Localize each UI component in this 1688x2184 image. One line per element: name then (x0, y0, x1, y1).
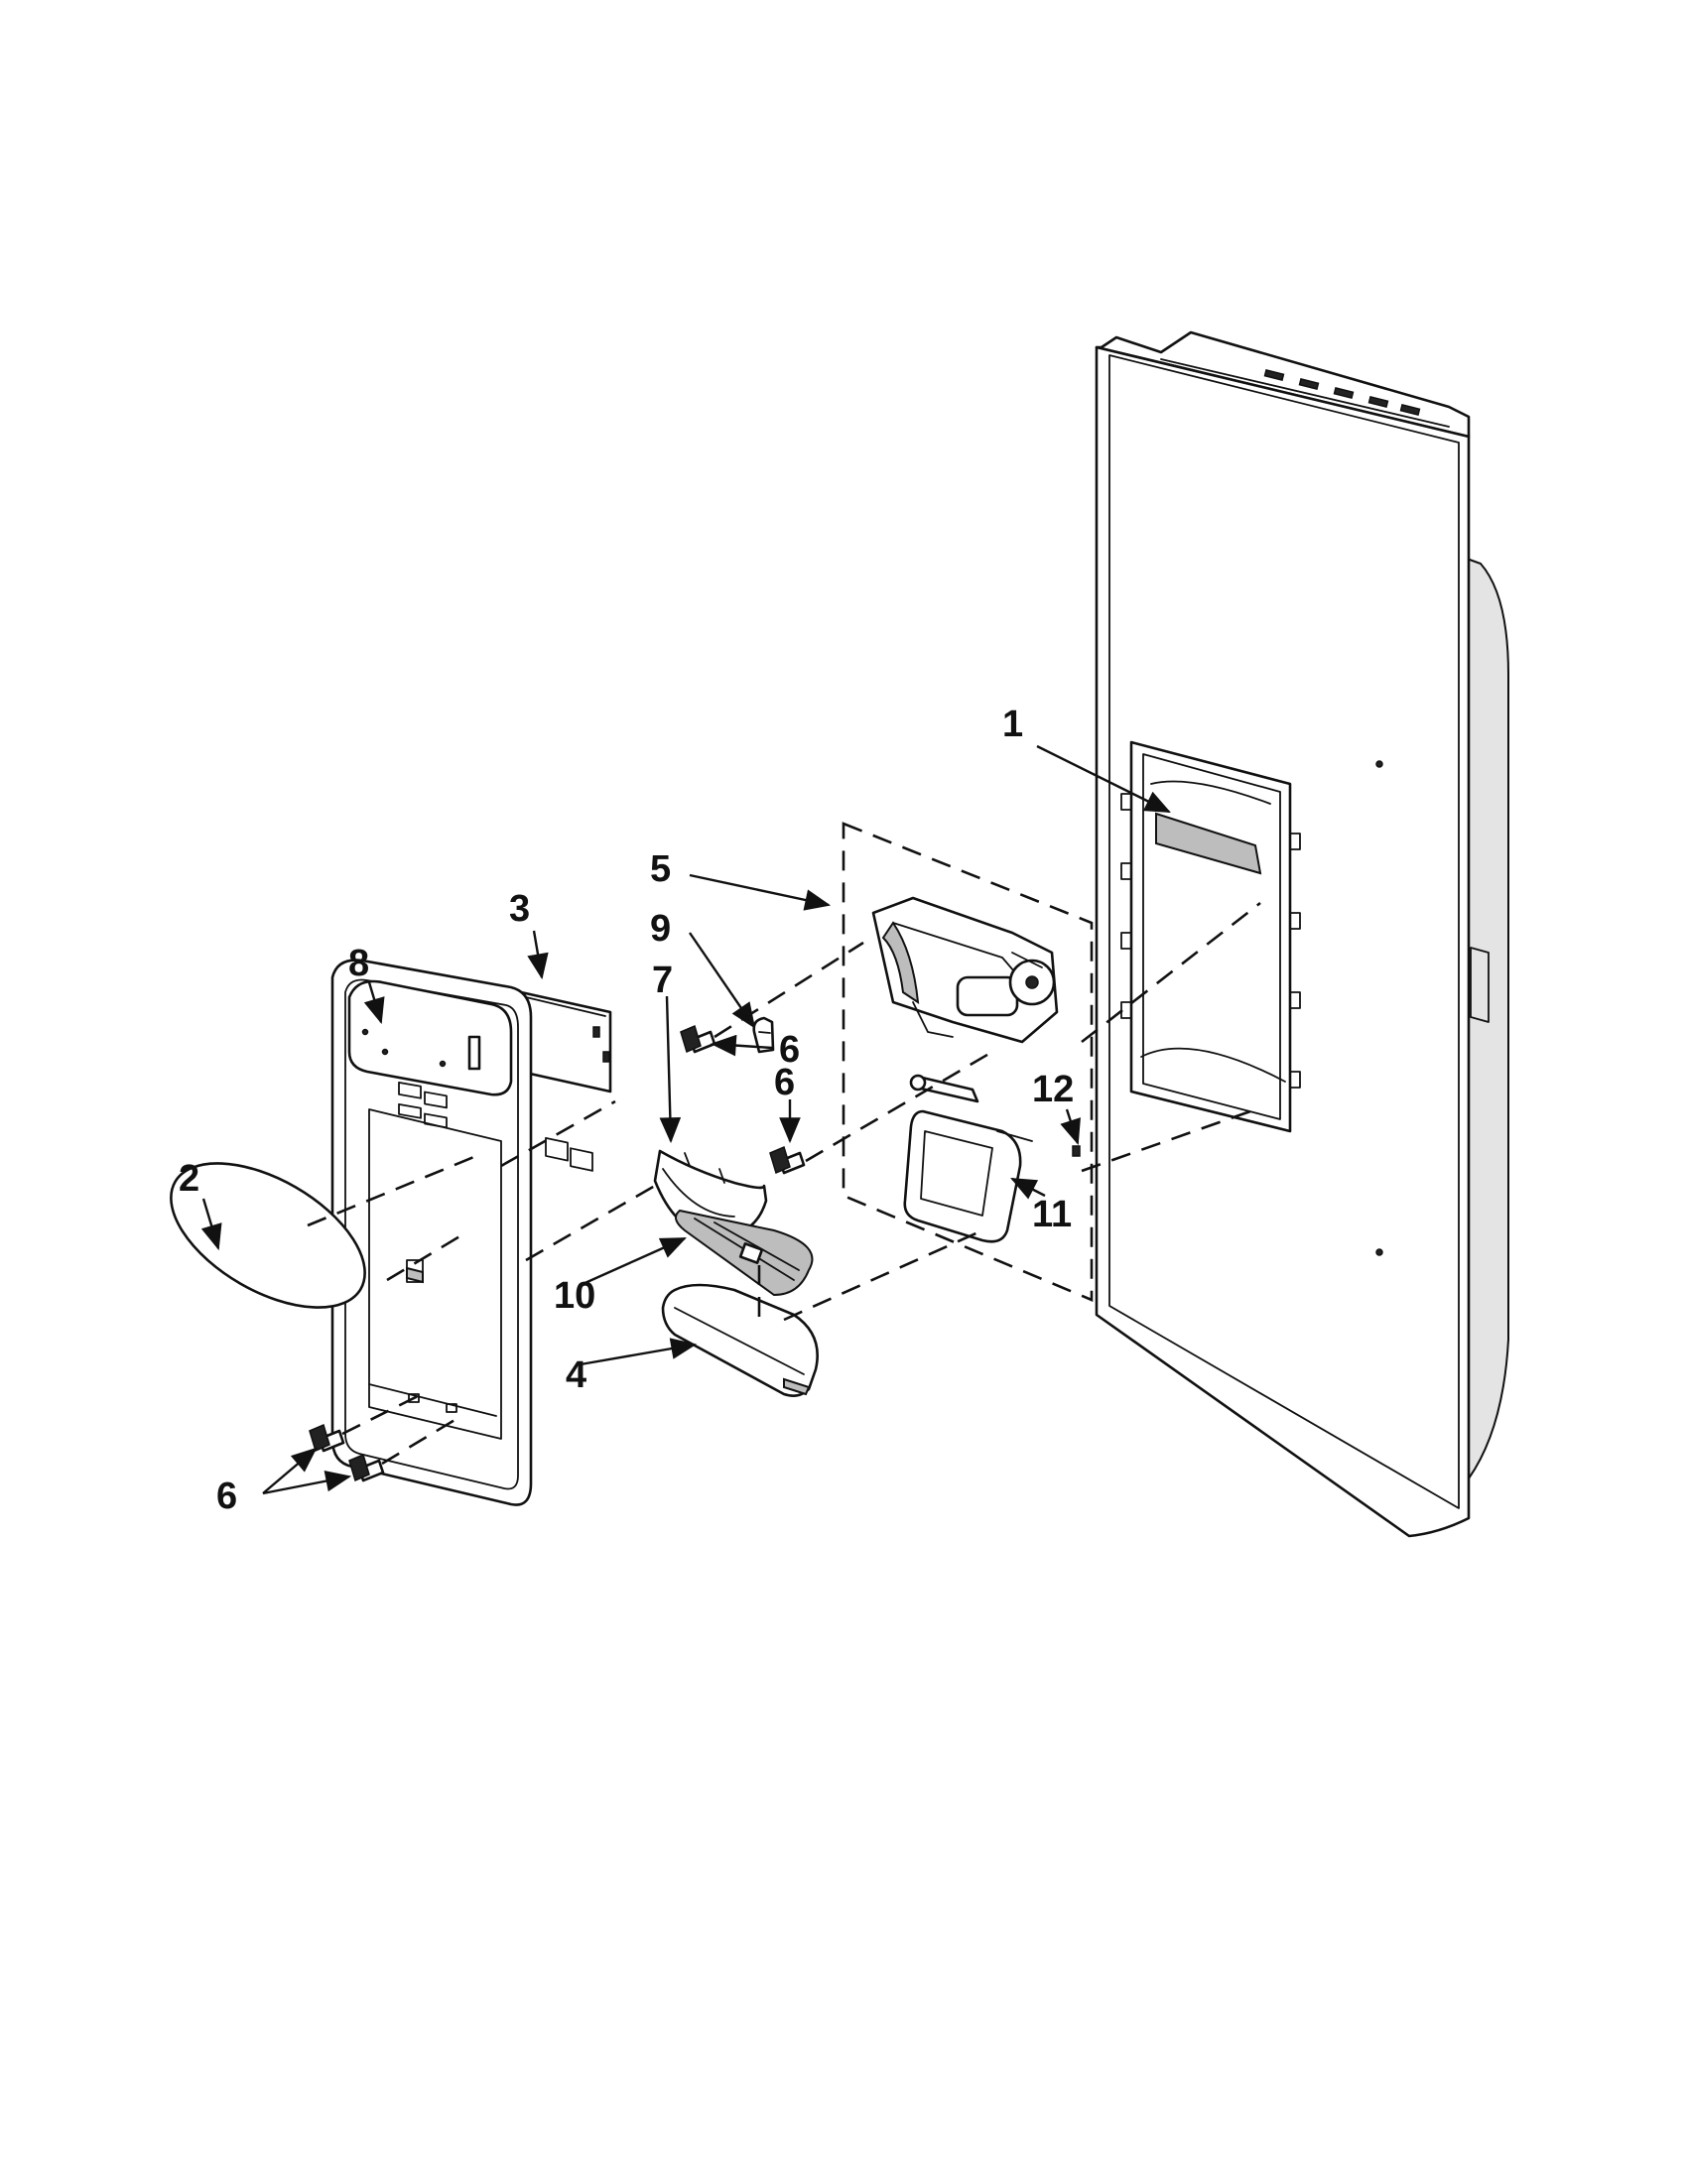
callout-3: 3 (509, 888, 530, 930)
cavity-tabs (1120, 793, 1301, 1089)
dispenser-bezel-part-8 (330, 959, 533, 1506)
callout-9: 9 (650, 908, 671, 950)
callout-leaders (200, 744, 1171, 1495)
cover-lens-part-2 (170, 1162, 366, 1309)
callout-4: 4 (566, 1354, 586, 1396)
clip-part-12 (1072, 1145, 1081, 1157)
callout-10: 10 (554, 1275, 595, 1317)
dispenser-mechanism (871, 896, 1059, 1044)
screw-part-6-middle (769, 1145, 806, 1175)
top-rim-notches (1263, 369, 1421, 416)
module-assembly-box-part-5 (842, 822, 1094, 1302)
callout-12: 12 (1032, 1069, 1074, 1110)
door-panel-part-1 (1095, 330, 1509, 1538)
drip-tray-part-4 (661, 1283, 819, 1397)
callout-1: 1 (1002, 704, 1023, 745)
callout-2: 2 (179, 1158, 199, 1200)
callout-6-upper: 6 (779, 1029, 800, 1071)
drip-grille-part-10 (675, 1209, 814, 1297)
callout-5: 5 (650, 848, 671, 890)
callout-11: 11 (1032, 1194, 1072, 1235)
dispenser-cavity (1120, 740, 1301, 1133)
screw-part-6-upper (680, 1024, 716, 1054)
callout-7: 7 (652, 960, 673, 1001)
control-board-part-3 (519, 990, 612, 1172)
callout-labels: 1 2 3 4 5 6 6 6 7 8 9 10 11 12 (179, 704, 1074, 1517)
assembly-dashed-lines (307, 901, 1261, 1466)
dispenser-paddle-part-11 (903, 1074, 1033, 1243)
screw-part-6-lower-a (309, 1423, 345, 1453)
callout-8: 8 (348, 943, 369, 984)
screw-part-6-lower-b (348, 1453, 385, 1482)
callout-6-middle: 6 (774, 1062, 795, 1103)
callout-6-lower: 6 (216, 1476, 237, 1517)
